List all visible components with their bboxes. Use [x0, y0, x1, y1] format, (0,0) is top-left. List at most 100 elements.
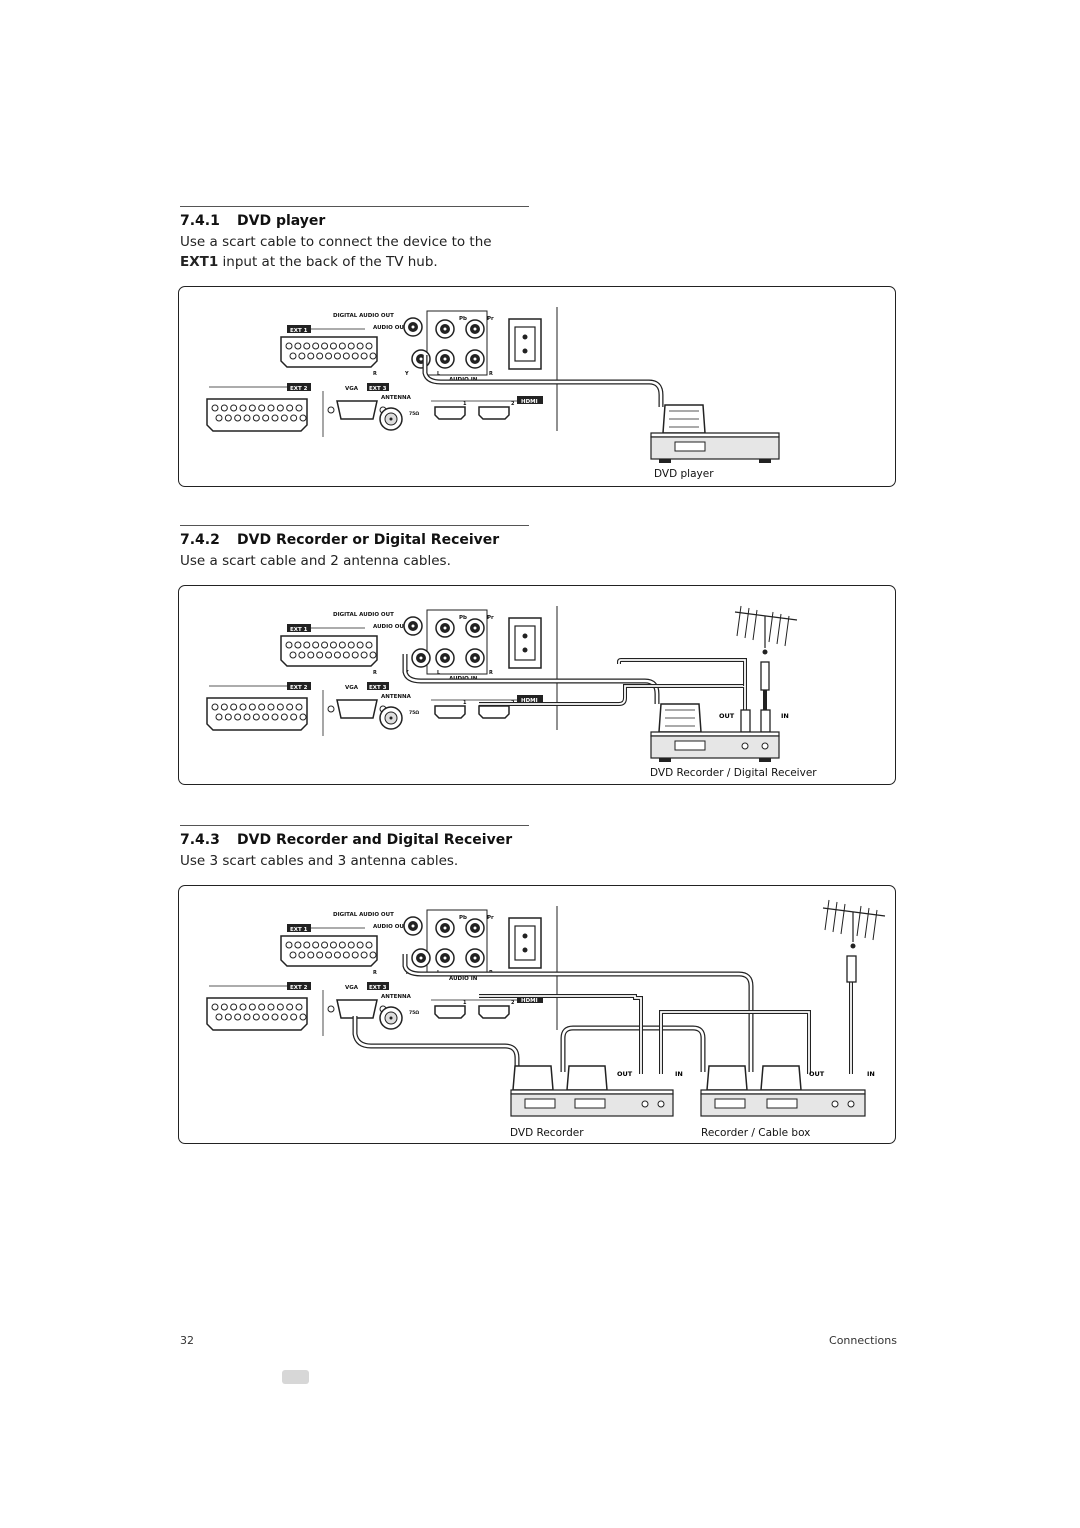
scart-pin [294, 342, 302, 350]
body-line: Use a scart cable to connect the device … [180, 234, 492, 250]
scart-pin [360, 352, 368, 360]
scart-pin [262, 1013, 270, 1021]
scart-pin [280, 1013, 288, 1021]
ext1-badge [287, 325, 311, 333]
scart-pin [365, 641, 373, 649]
scart-pin [369, 951, 377, 959]
pb-label: Pb [459, 615, 467, 621]
scart-pin [342, 352, 350, 360]
rca-jack-pin [411, 624, 415, 628]
section-number: 7.4.2 [180, 532, 220, 548]
scart-pin [271, 713, 279, 721]
r-label: R [373, 371, 377, 377]
ext2-badge [287, 982, 311, 990]
rca-jack-pin [419, 357, 423, 361]
scart-socket-icon [280, 635, 378, 667]
scart-pin [252, 1013, 260, 1021]
ext1-label: EXT 1 [290, 927, 308, 933]
pb-label: Pb [459, 915, 467, 921]
pr-label: Pr [487, 316, 494, 322]
rca-jack-pin [473, 956, 477, 960]
scart-pin [365, 941, 373, 949]
scart-pin [271, 1013, 279, 1021]
pb-label: Pb [459, 316, 467, 322]
antenna-label: ANTENNA [381, 694, 412, 700]
scart-pin [243, 414, 251, 422]
hdmi-label: HDMI [521, 998, 538, 1004]
antenna-label: ANTENNA [381, 994, 412, 1000]
ext3-label: EXT 3 [369, 985, 387, 991]
scart-pin [347, 941, 355, 949]
ohm-label: 75Ω [409, 710, 419, 716]
section-title: DVD player [237, 213, 326, 229]
scart-pin [252, 713, 260, 721]
rca-jack-pin [443, 357, 447, 361]
scart-plug-icon [512, 1065, 802, 1091]
scart-pin [347, 641, 355, 649]
vga-screw [327, 705, 335, 713]
power-pin [522, 334, 528, 340]
scart-cable-ext1-inner [403, 954, 753, 1072]
scart-pin [211, 1003, 219, 1011]
dvd-recorder-device [510, 1089, 674, 1117]
scart-pin [234, 713, 242, 721]
rca-jack-pin [443, 926, 447, 930]
ohm-label: 75Ω [409, 411, 419, 417]
ext2-badge [287, 383, 311, 391]
antenna-cable-1-inner [479, 995, 642, 1074]
dvd-recorder-device [650, 731, 780, 762]
y-label: Y [404, 371, 409, 377]
section-number: 7.4.3 [180, 832, 220, 848]
page-number: 32 [180, 1334, 194, 1347]
scart-pin [307, 651, 315, 659]
device-caption: Recorder / Cable box [701, 1127, 811, 1139]
scart-pin [211, 703, 219, 711]
section-title: DVD Recorder or Digital Receiver [237, 532, 500, 548]
scart-pin [333, 651, 341, 659]
scart-pin [307, 951, 315, 959]
rca-jack-pin [443, 956, 447, 960]
scart-pin [220, 404, 228, 412]
ext1-badge [287, 924, 311, 932]
scart-pin [321, 941, 329, 949]
audio-out-label: AUDIO OUT [373, 325, 408, 331]
scart-pin [351, 651, 359, 659]
r-label: R [489, 670, 493, 676]
antenna-label: ANTENNA [381, 395, 412, 401]
digital-audio-out-label: DIGITAL AUDIO OUT [333, 912, 394, 918]
scart-pin [285, 941, 293, 949]
hdmi-badge [517, 995, 543, 1003]
scart-pin [285, 641, 293, 649]
scart-pin [307, 352, 315, 360]
scart-plug-icon [662, 404, 706, 434]
scart-pin [333, 352, 341, 360]
ext1-label: EXT 1 [290, 627, 308, 633]
scart-socket-icon [280, 935, 378, 967]
ext1-badge [287, 624, 311, 632]
hdmi-badge [517, 396, 543, 404]
ext2-label: EXT 2 [290, 985, 308, 991]
l-label: L [437, 670, 441, 676]
scart-pin [262, 414, 270, 422]
digital-audio-out-label: DIGITAL AUDIO OUT [333, 313, 394, 319]
antenna-socket-pin [389, 716, 393, 720]
scart-pin [230, 1003, 238, 1011]
scart-pin [338, 941, 346, 949]
scart-pin [234, 414, 242, 422]
body-line: EXT1 input at the back of the TV hub. [180, 252, 492, 272]
scart-pin [239, 703, 247, 711]
scart-pin [351, 352, 359, 360]
l-label: L [437, 371, 441, 377]
section-rule-3 [180, 825, 529, 826]
section-rule-2 [180, 525, 529, 526]
hdmi-1-label: 1 [463, 700, 467, 706]
antenna-plug-in [760, 709, 771, 733]
cable-box-device [700, 1089, 866, 1117]
antenna-cable-2-inner [660, 1011, 810, 1074]
in-label: IN [867, 1070, 875, 1078]
scart-pin [267, 404, 275, 412]
scart-pin [329, 342, 337, 350]
